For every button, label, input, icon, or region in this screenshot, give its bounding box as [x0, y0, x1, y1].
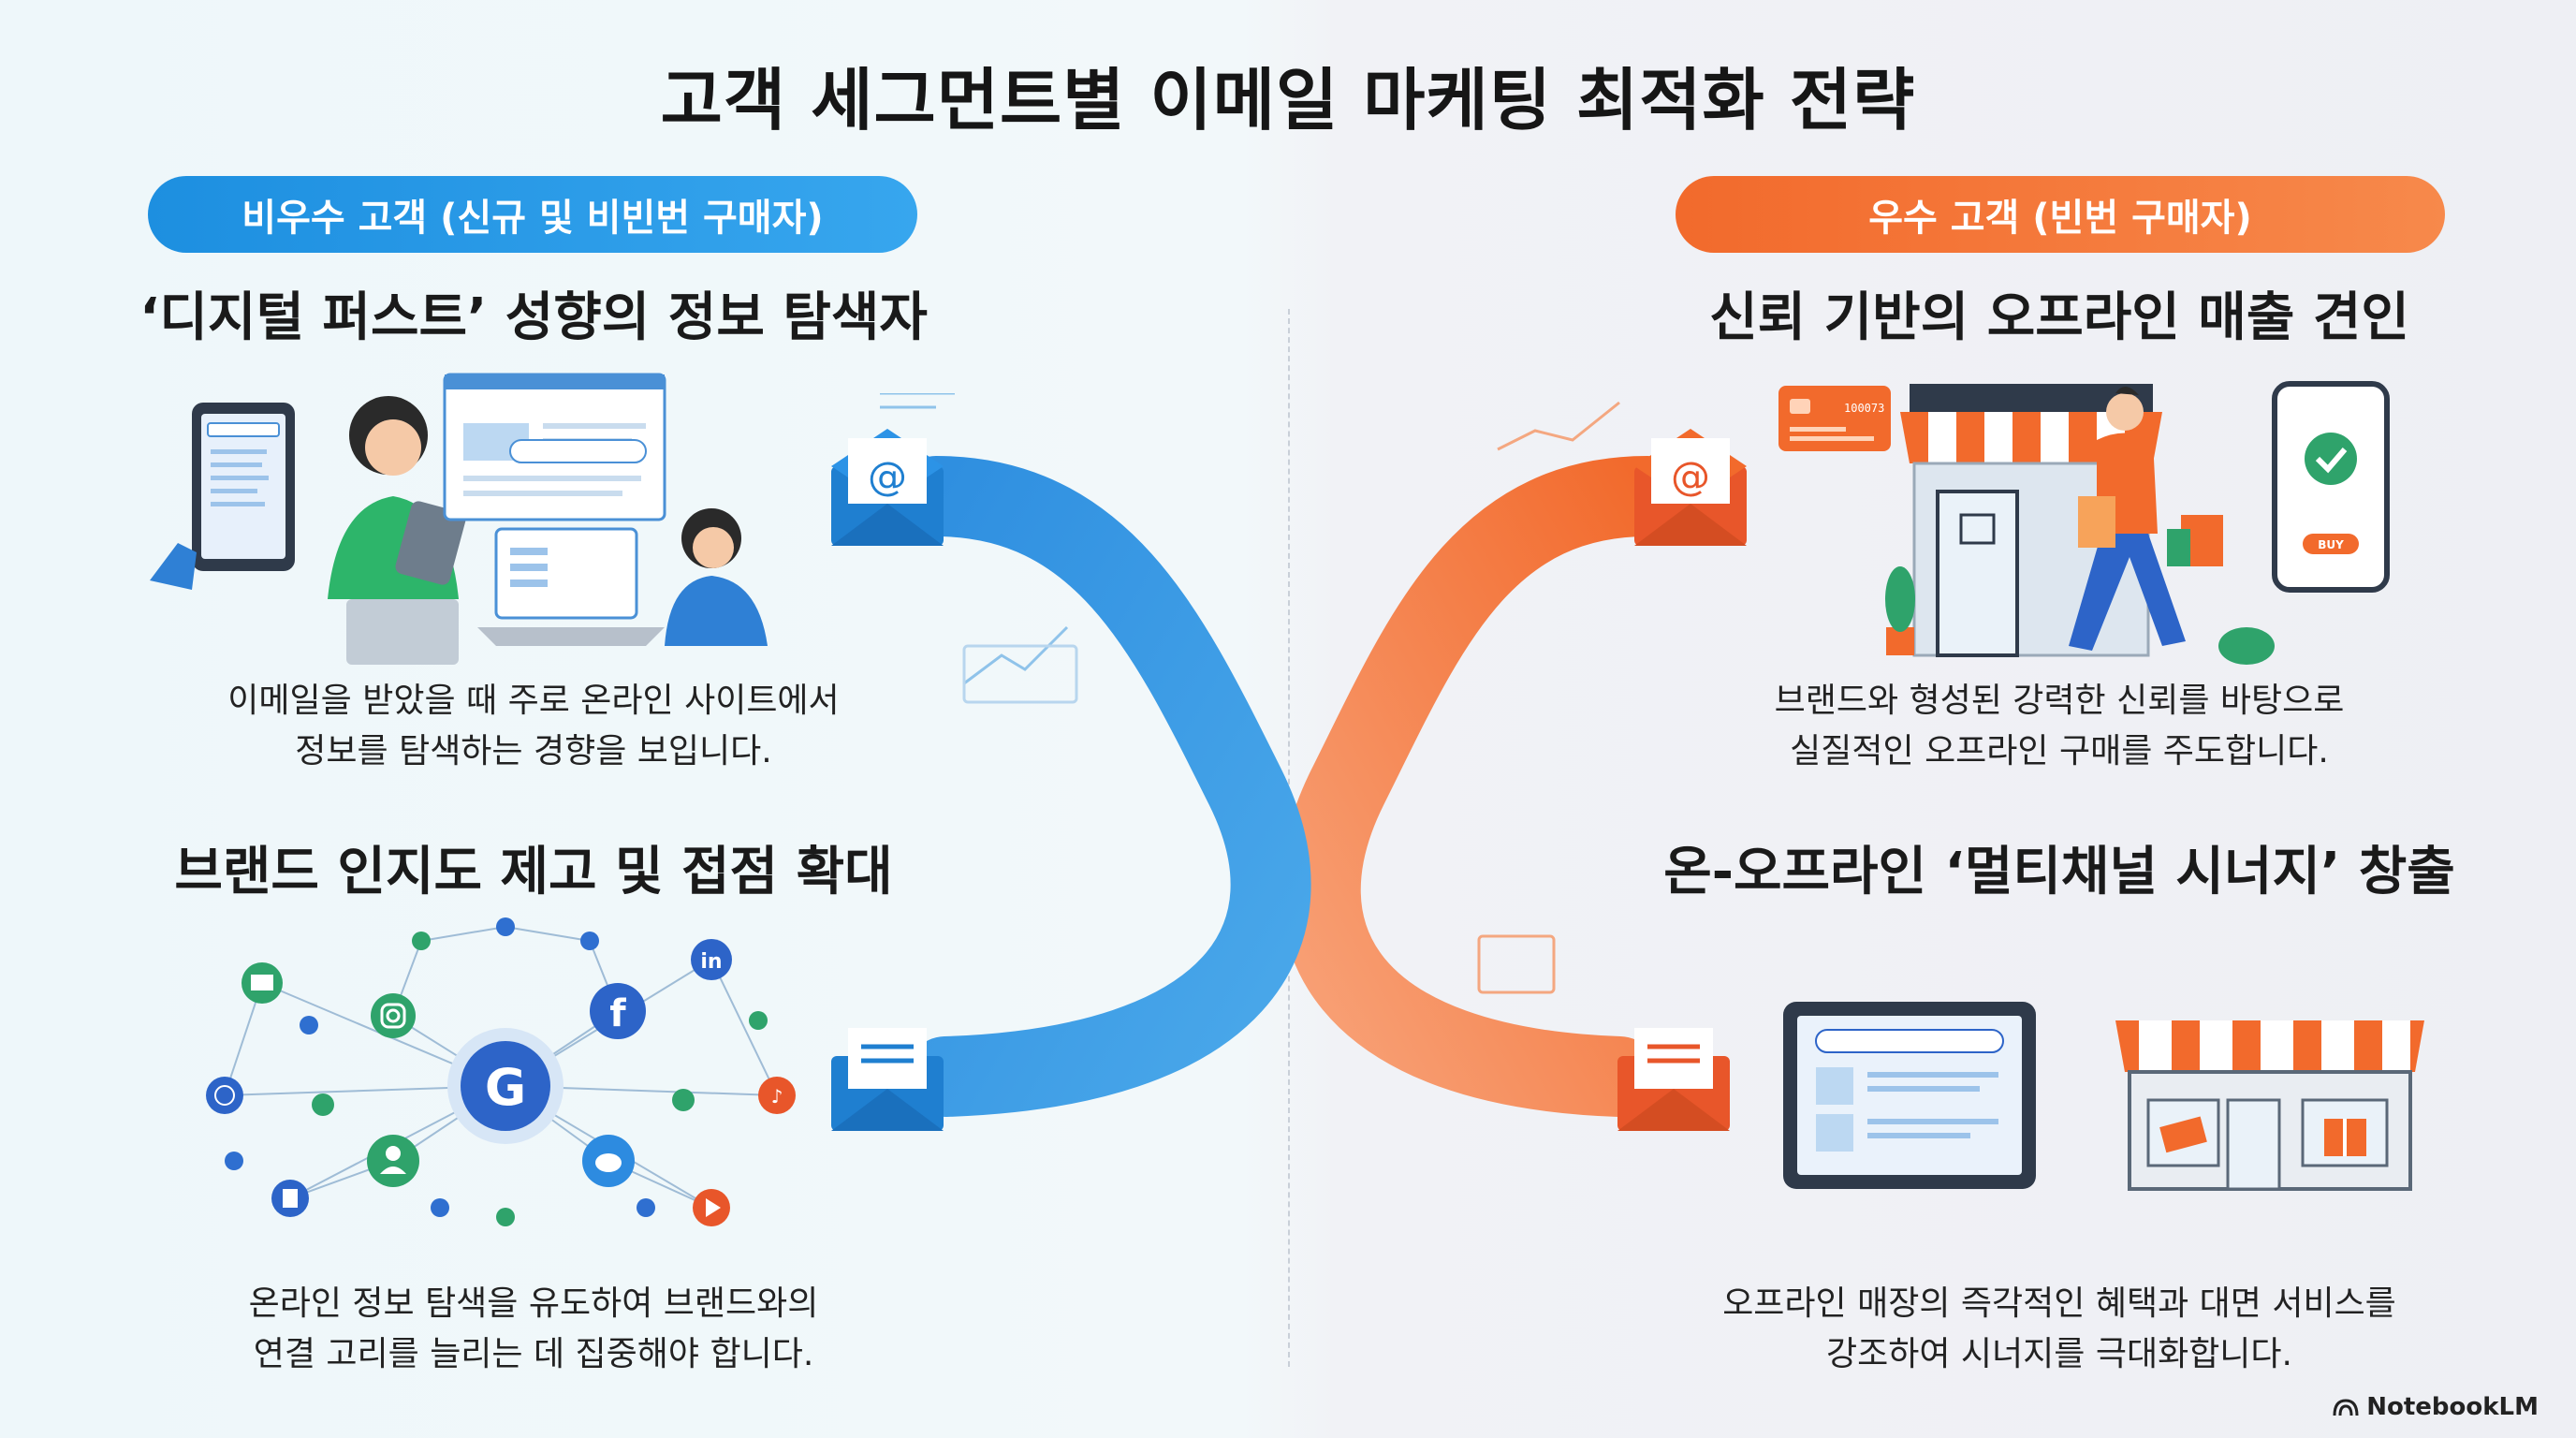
right-decor — [1477, 401, 1620, 994]
page-title: 고객 세그먼트별 이메일 마케팅 최적화 전략 — [660, 61, 1916, 139]
svg-text:@: @ — [868, 453, 907, 499]
email-node — [242, 962, 283, 1004]
smartphone-icon: BUY — [2272, 381, 2390, 593]
footer-brand-text: NotebookLM — [2366, 1393, 2539, 1421]
store-icon — [2115, 1020, 2424, 1191]
envelope-icon — [1617, 1028, 1730, 1131]
cross-flow-ribbons — [880, 393, 1688, 1117]
facebook-icon: f — [590, 983, 646, 1039]
user-icon — [367, 1135, 419, 1187]
left-decor — [880, 393, 1078, 704]
svg-text:BUY: BUY — [2318, 538, 2344, 551]
plant — [1885, 566, 1915, 655]
segment-label-loyal: 우수 고객 (빈번 구매자) — [1676, 176, 2445, 253]
blue-ribbon — [896, 456, 1311, 1117]
multichannel-illustration — [1783, 1002, 2424, 1191]
doc-node — [271, 1180, 309, 1217]
svg-text:f: f — [609, 992, 626, 1035]
offline-store-illustration: 100073 BUY — [1778, 381, 2390, 665]
segment-label-non-loyal: 비우수 고객 (신규 및 비빈번 구매자) — [148, 176, 917, 253]
tablet-icon — [1783, 1002, 2036, 1189]
left-section2-body: 온라인 정보 탐색을 유도하여 브랜드와의 연결 고리를 늘리는 데 집중해야 … — [248, 1284, 819, 1373]
linkedin-icon: in — [691, 939, 732, 980]
email-icon: @ — [1634, 429, 1747, 546]
svg-text:♪: ♪ — [771, 1085, 783, 1108]
svg-text:@: @ — [1671, 453, 1710, 499]
digital-research-illustration — [150, 373, 768, 665]
right-section1-heading: 신뢰 기반의 오프라인 매출 견인 — [1709, 287, 2409, 348]
email-icon: @ — [831, 429, 944, 546]
right-section2-heading: 온-오프라인 ‘멀티채널 시너지’ 창출 — [1663, 842, 2455, 902]
tiktok-icon: ♪ — [758, 1077, 796, 1114]
social-network-illustration: G f in ♪ — [206, 917, 796, 1226]
shopping-bag-icon — [2078, 496, 2223, 566]
right-section1-body: 브랜드와 형성된 강력한 신뢰를 바탕으로 실질적인 오프라인 구매를 주도합니… — [1774, 682, 2345, 770]
envelope-icon — [831, 1028, 944, 1131]
svg-text:G: G — [485, 1058, 526, 1117]
twitter-icon — [582, 1135, 635, 1187]
notebooklm-logo-icon — [2333, 1399, 2359, 1416]
globe-node — [206, 1077, 243, 1114]
footer-brand: NotebookLM — [2333, 1393, 2539, 1421]
left-section1-body: 이메일을 받았을 때 주로 온라인 사이트에서 정보를 탐색하는 경향을 보입니… — [227, 682, 840, 770]
orange-ribbon — [1280, 456, 1688, 1117]
shopper — [2069, 386, 2223, 651]
svg-text:100073: 100073 — [1844, 402, 1884, 415]
store-icon — [1900, 384, 2162, 657]
instagram-icon — [371, 993, 416, 1038]
credit-card-icon: 100073 — [1778, 386, 1891, 451]
right-section2-body: 오프라인 매장의 즉각적인 혜택과 대면 서비스를 강조하여 시너지를 극대화합… — [1722, 1284, 2396, 1373]
svg-text:in: in — [700, 950, 722, 974]
left-section1-heading: ‘디지털 퍼스트’ 성향의 정보 탐색자 — [139, 287, 928, 348]
youtube-icon — [693, 1189, 730, 1226]
left-section2-heading: 브랜드 인지도 제고 및 접점 확대 — [174, 842, 893, 902]
